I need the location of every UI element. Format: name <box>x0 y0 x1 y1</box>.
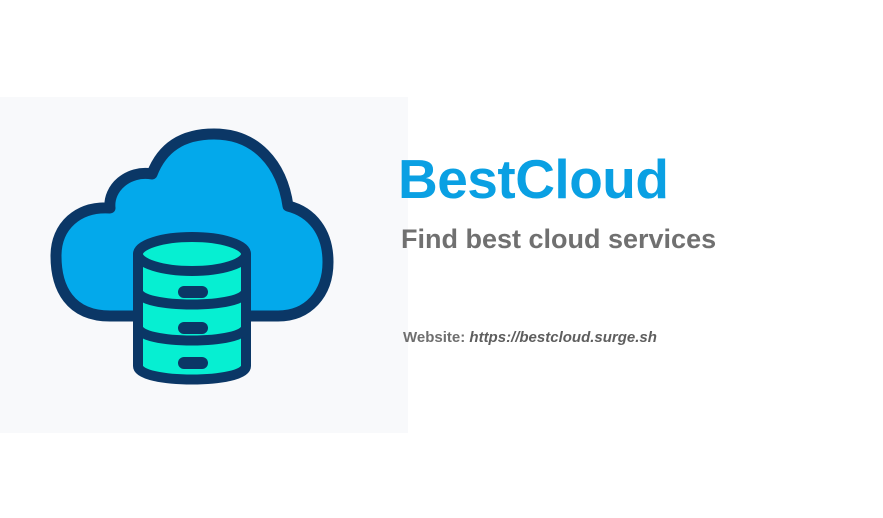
database-stack <box>133 232 251 385</box>
cloud-database-icon <box>50 128 334 385</box>
website-label: Website: <box>403 329 466 346</box>
website-link[interactable]: https://bestcloud.surge.sh <box>469 329 657 346</box>
tagline: Find best cloud services <box>401 224 717 254</box>
cloud-shape <box>50 128 334 322</box>
website-line: Website: https://bestcloud.surge.sh <box>403 328 657 348</box>
brand-title: BestCloud <box>398 148 669 210</box>
